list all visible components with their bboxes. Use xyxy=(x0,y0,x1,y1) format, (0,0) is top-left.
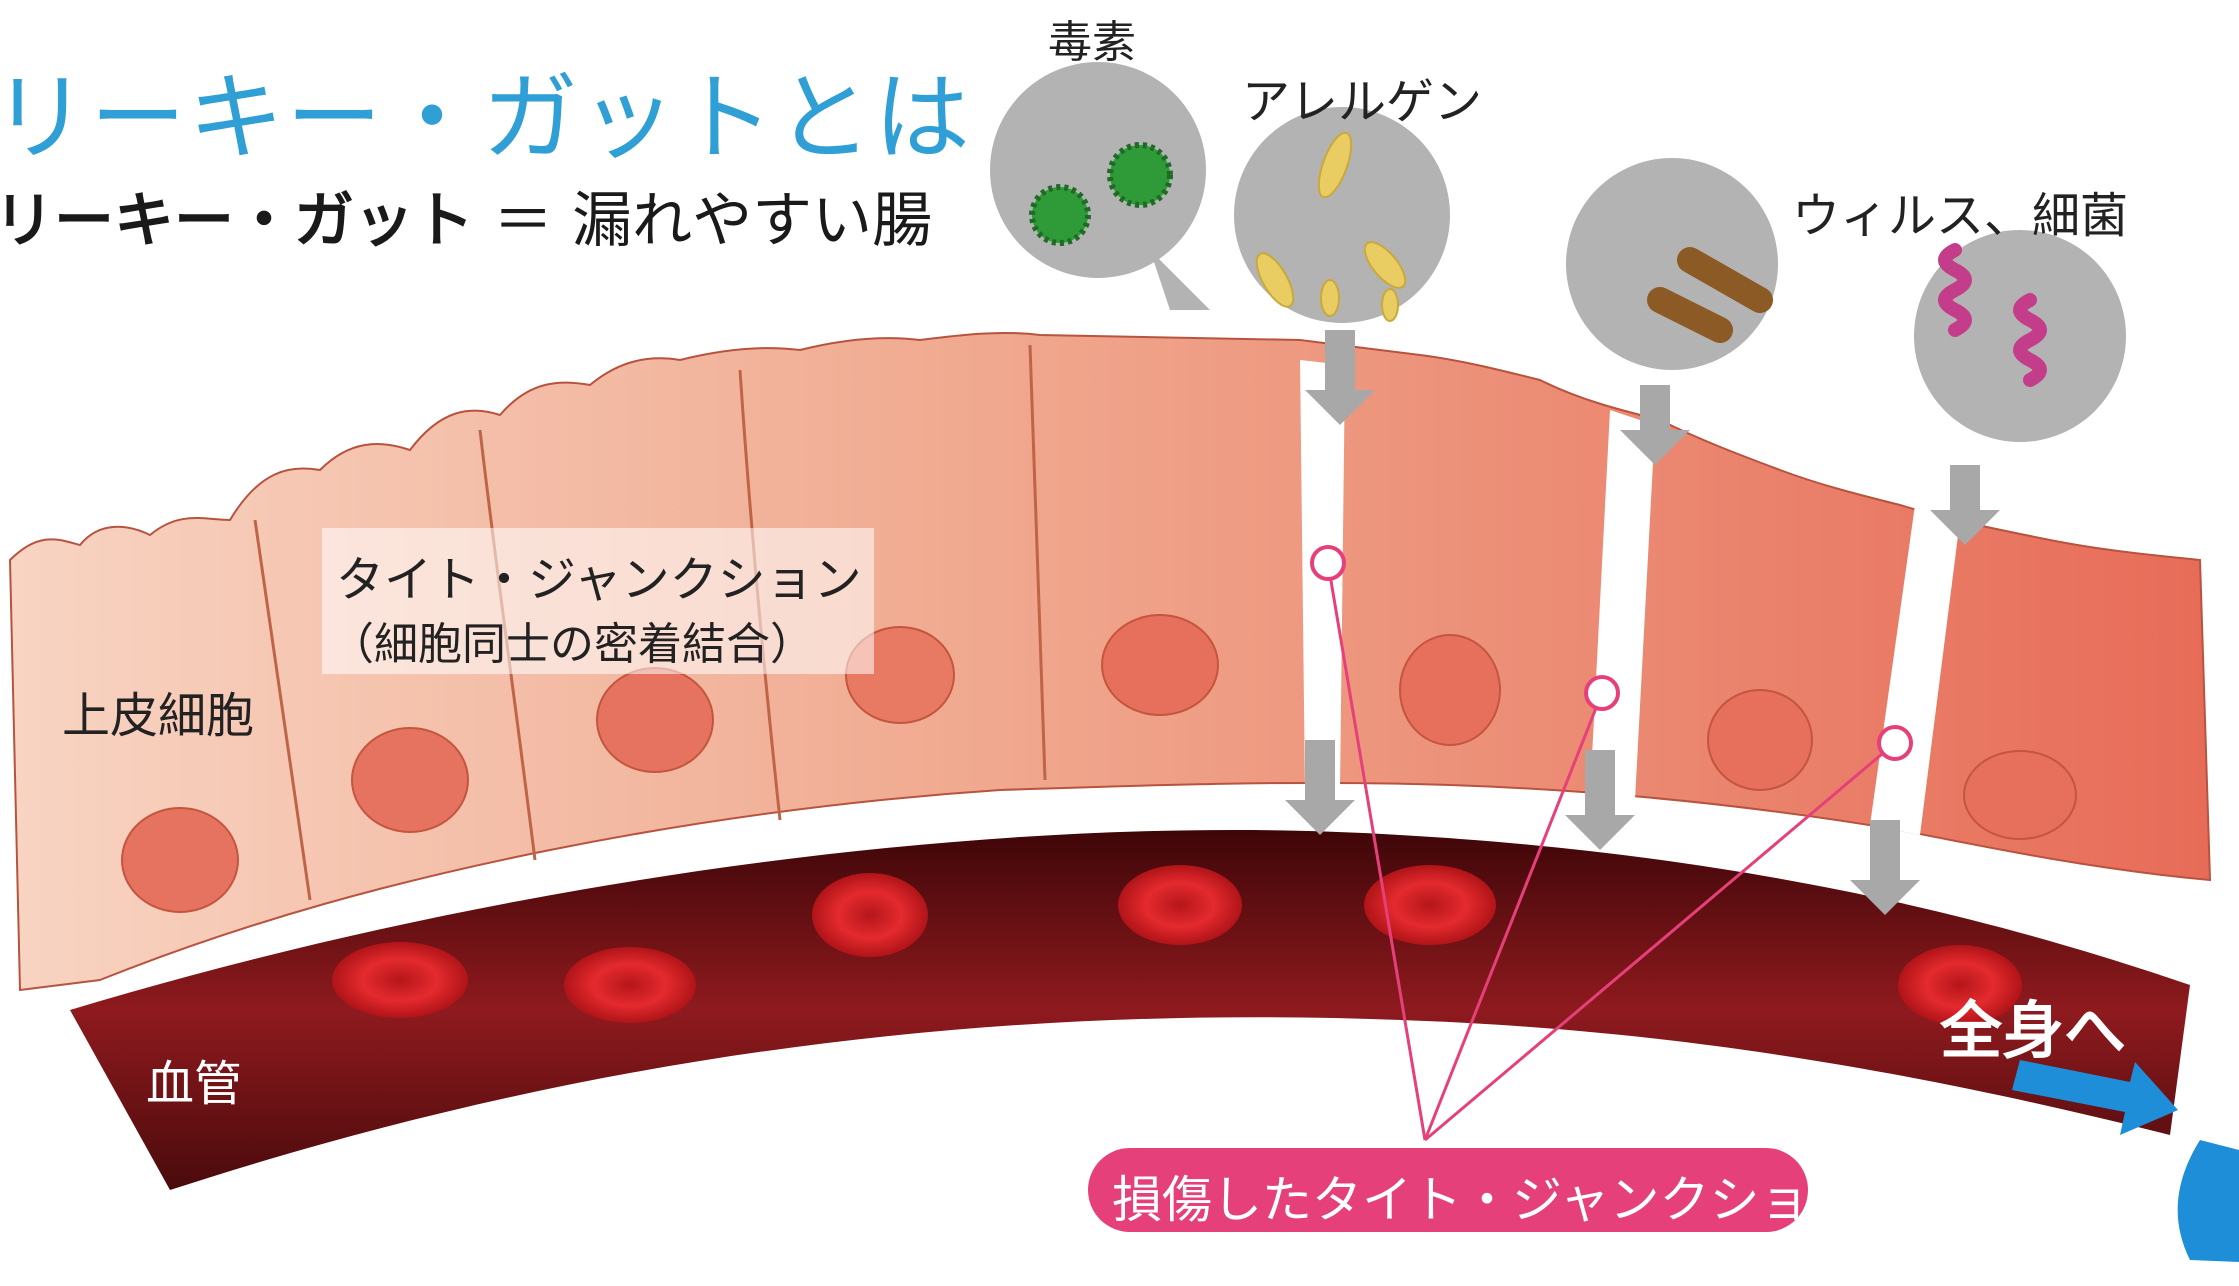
toxin-bubble xyxy=(990,62,1206,278)
subtitle-term: リーキー・ガット xyxy=(0,186,474,256)
allergen-particle xyxy=(1321,280,1339,316)
red-blood-cell xyxy=(1118,865,1242,945)
junction-marker xyxy=(1312,547,1344,579)
corner-logo xyxy=(2178,1140,2239,1262)
toxin-bubble-tail xyxy=(1150,250,1210,310)
label-allergen: アレルゲン xyxy=(1242,62,1482,132)
label-blood-vessel: 血管 xyxy=(146,1044,242,1114)
page-title: リーキー・ガットとは xyxy=(0,40,972,179)
red-blood-cell xyxy=(332,942,468,1018)
label-to-whole-body: 全身へ xyxy=(1940,980,2126,1070)
label-toxin: 毒素 xyxy=(1048,6,1136,70)
subtitle-definition: ＝ 漏れやすい腸 xyxy=(493,186,932,256)
subtitle: リーキー・ガット ＝ 漏れやすい腸 xyxy=(0,172,932,259)
nucleus xyxy=(1964,751,2076,839)
allergen-particle xyxy=(1382,289,1398,321)
red-blood-cell xyxy=(564,947,696,1023)
label-tight-junction: タイト・ジャンクション xyxy=(336,540,862,610)
nucleus xyxy=(122,808,238,912)
bacteria-bubble xyxy=(1566,158,1778,370)
junction-marker xyxy=(1586,677,1618,709)
red-blood-cell xyxy=(1364,865,1496,945)
label-virus-bacteria: ウィルス、細菌 xyxy=(1792,176,2128,246)
label-damaged-tight-junction: 損傷したタイト・ジャンクション xyxy=(1112,1160,1860,1232)
red-blood-cell xyxy=(812,873,928,957)
nucleus xyxy=(1400,635,1500,745)
label-tight-junction-note: （細胞同士の密着結合） xyxy=(330,608,814,672)
nucleus xyxy=(1708,690,1812,790)
nucleus xyxy=(352,728,468,832)
virus-particle xyxy=(1110,145,1170,205)
virus-particle xyxy=(1032,187,1088,243)
nucleus xyxy=(597,668,713,772)
label-epithelial-cell: 上皮細胞 xyxy=(62,676,254,746)
junction-marker xyxy=(1879,727,1911,759)
nucleus xyxy=(1102,615,1218,715)
